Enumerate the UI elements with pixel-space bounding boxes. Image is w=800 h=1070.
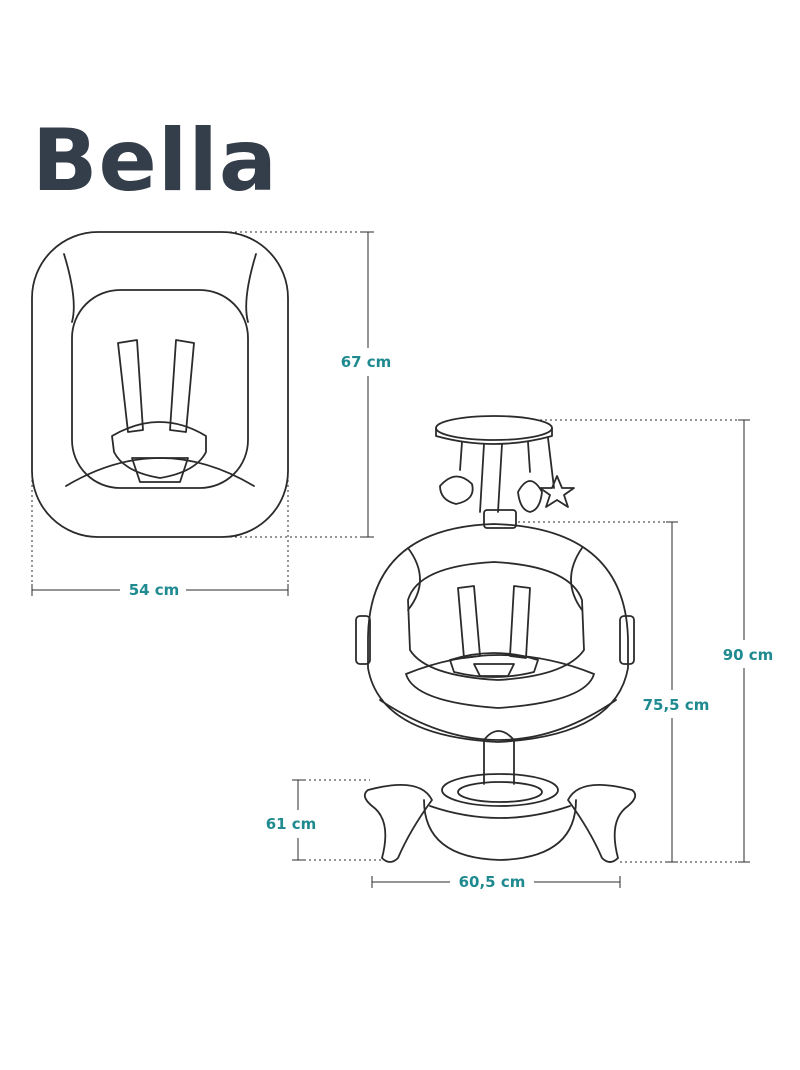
seat-left-handle: [355, 615, 371, 665]
mobile-ring: [435, 415, 553, 441]
top-view-right-wing: [245, 253, 257, 323]
top-view-buckle-clip: [131, 457, 189, 483]
star-toy-icon: [539, 475, 575, 508]
top-view-buckle: [111, 421, 207, 479]
mobile-arm: [479, 443, 503, 513]
bird-toy-icon: [439, 475, 474, 505]
side-view-seat: [355, 523, 635, 743]
base-right-leg: [567, 783, 637, 863]
seat-right-strap: [509, 585, 531, 659]
seat-right-wing: [570, 547, 583, 611]
side-view-base: [363, 730, 637, 863]
top-view-seat-pad: [71, 289, 249, 489]
base-plate: [423, 799, 577, 861]
base-hub-inner: [457, 781, 543, 803]
dimension-lines: [31, 231, 750, 888]
top-view-left-strap: [117, 339, 144, 433]
depth-dimension-label: 67 cm: [341, 353, 392, 371]
total-height-dimension-label: 90 cm: [723, 646, 774, 664]
top-width-dimension-label: 54 cm: [129, 581, 180, 599]
base-column: [483, 730, 515, 785]
base-width-dimension-label: 60,5 cm: [459, 873, 526, 891]
mobile-toy-bar: [435, 415, 575, 529]
top-view: [31, 231, 289, 538]
base-hub-top: [441, 773, 559, 807]
top-view-left-wing: [63, 253, 75, 323]
mobile-mount: [483, 509, 517, 529]
seat-inner-pad: [407, 561, 585, 681]
seat-buckle: [449, 652, 539, 678]
seat-left-wing: [407, 547, 421, 611]
product-title: Bella: [32, 111, 278, 211]
seat-height-dimension-label: 75,5 cm: [643, 696, 710, 714]
top-view-right-strap: [169, 339, 195, 433]
seat-right-handle: [619, 615, 635, 665]
seat-left-strap: [457, 585, 481, 659]
seat-outer-shell: [367, 523, 629, 743]
seat-bottom-curve: [379, 699, 617, 741]
base-height-dimension-label: 61 cm: [266, 815, 317, 833]
top-view-outer-shell: [31, 231, 289, 538]
leaf-toy-icon: [517, 480, 543, 513]
seat-foot-section: [405, 654, 595, 709]
base-left-leg: [363, 783, 433, 863]
